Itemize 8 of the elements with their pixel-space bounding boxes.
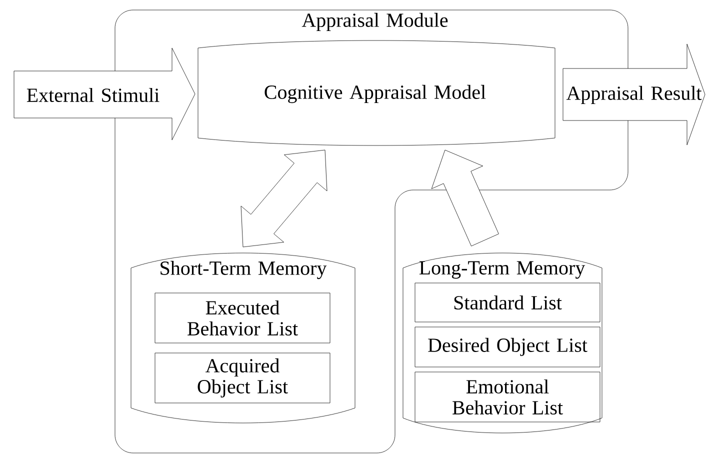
block-arrow (240, 150, 328, 248)
block-arrow (431, 150, 499, 246)
list-box: Executed Behavior List (154, 292, 330, 344)
cylinder: Cognitive Appraisal Model (198, 40, 556, 146)
list-box: Standard List (414, 282, 600, 322)
list-box: Desired Object List (414, 326, 600, 368)
list-box: Acquired Object List (154, 352, 330, 404)
list-box: Emotional Behavior List (414, 372, 600, 422)
